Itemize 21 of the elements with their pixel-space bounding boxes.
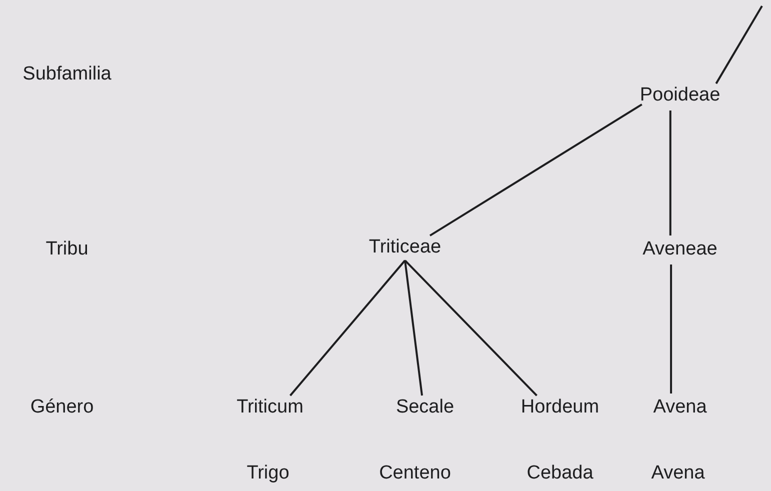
common-name: Trigo bbox=[246, 464, 290, 484]
common-name: Cebada bbox=[526, 464, 594, 484]
taxon-name: Hordeum bbox=[520, 398, 600, 418]
taxon-name: Secale bbox=[396, 398, 454, 418]
tree-line bbox=[669, 110, 672, 236]
tree-line bbox=[670, 264, 672, 394]
tree-line bbox=[404, 260, 538, 396]
tree-line bbox=[289, 260, 406, 396]
tree-line bbox=[404, 260, 423, 396]
rank-label: Subfamilia bbox=[22, 64, 112, 86]
rank-label: Género bbox=[30, 398, 94, 418]
tree-line bbox=[715, 6, 763, 84]
common-name: Avena bbox=[651, 464, 705, 484]
taxon-name: Triticeae bbox=[368, 238, 442, 258]
taxon-name: Aveneae bbox=[642, 240, 718, 260]
tree-line bbox=[429, 104, 642, 236]
common-name: Centeno bbox=[379, 464, 451, 484]
taxon-name: Avena bbox=[653, 398, 707, 418]
taxon-name: Triticum bbox=[236, 398, 304, 418]
taxon-name: Pooideae bbox=[640, 86, 720, 106]
rank-label: Tribu bbox=[46, 240, 88, 260]
